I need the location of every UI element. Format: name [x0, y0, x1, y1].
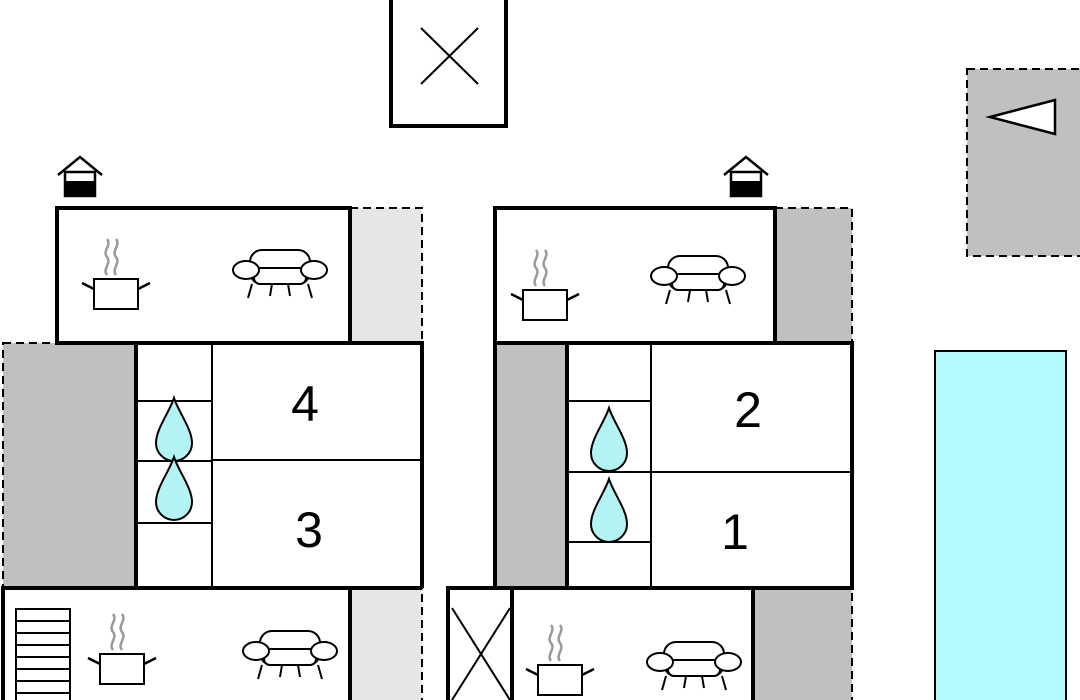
building-left: 4 3 — [1, 155, 424, 700]
storage-room — [446, 586, 514, 700]
storage-box — [389, 0, 508, 128]
room-label-1: 1 — [721, 504, 749, 560]
parking-area — [966, 68, 1080, 257]
terrace — [349, 587, 423, 700]
bedroom — [650, 471, 853, 589]
bedroom — [650, 342, 853, 473]
terrace — [752, 587, 853, 700]
house-entrance-icon — [56, 155, 104, 198]
terrace — [494, 342, 568, 589]
terrace — [2, 342, 137, 589]
terrace — [774, 207, 853, 344]
room-label-4: 4 — [291, 376, 319, 432]
room-label-2: 2 — [734, 382, 762, 438]
stairs-icon — [15, 608, 71, 700]
parking-icon — [985, 98, 1057, 136]
swimming-pool — [934, 350, 1067, 700]
building-right: 2 1 — [446, 155, 854, 700]
house-entrance-icon — [722, 155, 770, 198]
terrace — [349, 207, 423, 344]
room-label-3: 3 — [295, 502, 323, 558]
